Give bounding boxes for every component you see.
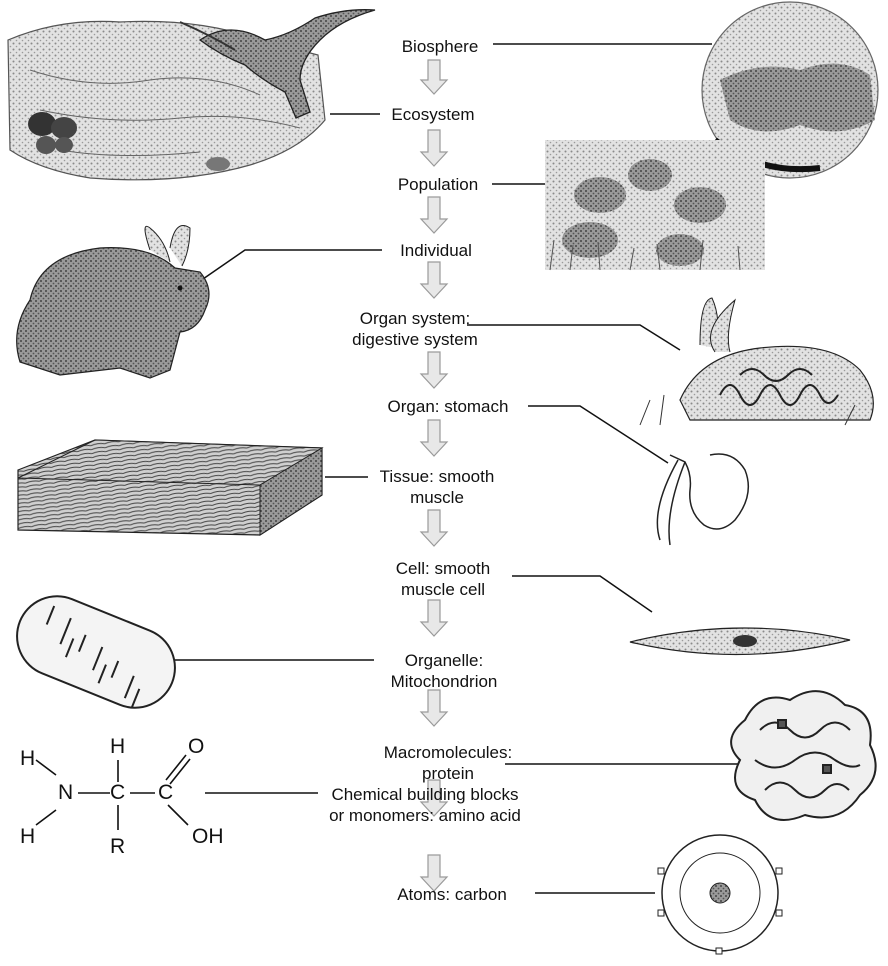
organelle-line-2: Mitochondrion <box>391 671 498 692</box>
level-organ-label: Organ: stomach <box>388 396 509 417</box>
level-macromolecule-label: Macromolecules: protein <box>384 742 513 784</box>
level-biosphere-label: Biosphere <box>402 36 479 57</box>
down-arrow-3 <box>421 197 447 233</box>
level-population-label: Population <box>398 174 478 195</box>
level-atom-label: Atoms: carbon <box>397 884 507 905</box>
down-arrow-6 <box>421 420 447 456</box>
organ-system-line-2: digestive system <box>352 329 478 350</box>
organ-system-line-1: Organ system: <box>352 308 478 329</box>
organelle-line-1: Organelle: <box>391 650 498 671</box>
amino-r-group: R <box>110 836 125 857</box>
down-arrow-1 <box>421 60 447 94</box>
level-individual-label: Individual <box>400 240 472 261</box>
monomer-line-1: Chemical building blocks <box>329 784 521 805</box>
mouse-icon <box>206 157 230 171</box>
level-organ-system-label: Organ system: digestive system <box>352 308 478 350</box>
monomer-line-2: or monomers: amino acid <box>329 805 521 826</box>
level-cell-label: Cell: smooth muscle cell <box>396 558 490 600</box>
tissue-line-2: muscle <box>380 487 495 508</box>
amino-h-n-top: H <box>20 748 35 769</box>
muscle-cell-illustration <box>630 628 850 655</box>
rabbit-digestive-illustration <box>640 298 873 425</box>
down-arrow-8 <box>421 600 447 636</box>
amino-h-alpha: H <box>110 736 125 757</box>
protein-illustration <box>731 691 876 820</box>
cell-line-2: muscle cell <box>396 579 490 600</box>
amino-oh: OH <box>192 826 224 847</box>
down-arrow-9 <box>421 690 447 726</box>
level-ecosystem-label: Ecosystem <box>391 104 474 125</box>
ecosystem-illustration <box>8 10 375 180</box>
muscle-tissue-illustration <box>18 440 322 535</box>
level-monomer-label: Chemical building blocks or monomers: am… <box>329 784 521 826</box>
amino-o: O <box>188 736 204 757</box>
leader-organ <box>528 406 668 463</box>
atom-illustration <box>658 835 782 954</box>
down-arrow-4 <box>421 262 447 298</box>
level-organelle-label: Organelle: Mitochondrion <box>391 650 498 692</box>
down-arrow-2 <box>421 130 447 166</box>
rabbit-population-illustration <box>545 140 765 270</box>
amino-h-n-bottom: H <box>20 826 35 847</box>
leader-cell <box>512 576 652 612</box>
rabbit-individual-illustration <box>17 226 209 379</box>
down-arrow-7 <box>421 510 447 546</box>
macromolecule-line-1: Macromolecules: <box>384 742 513 763</box>
mitochondrion-illustration <box>5 584 187 720</box>
cell-line-1: Cell: smooth <box>396 558 490 579</box>
amino-c-carboxyl: C <box>158 782 173 803</box>
level-tissue-label: Tissue: smooth muscle <box>380 466 495 508</box>
amino-c-alpha: C <box>110 782 125 803</box>
leader-individual <box>203 250 382 279</box>
tissue-line-1: Tissue: smooth <box>380 466 495 487</box>
stomach-illustration <box>657 454 748 545</box>
leader-organ-system <box>467 325 680 350</box>
amino-n: N <box>58 782 73 803</box>
macromolecule-line-2: protein <box>384 763 513 784</box>
down-arrow-5 <box>421 352 447 388</box>
